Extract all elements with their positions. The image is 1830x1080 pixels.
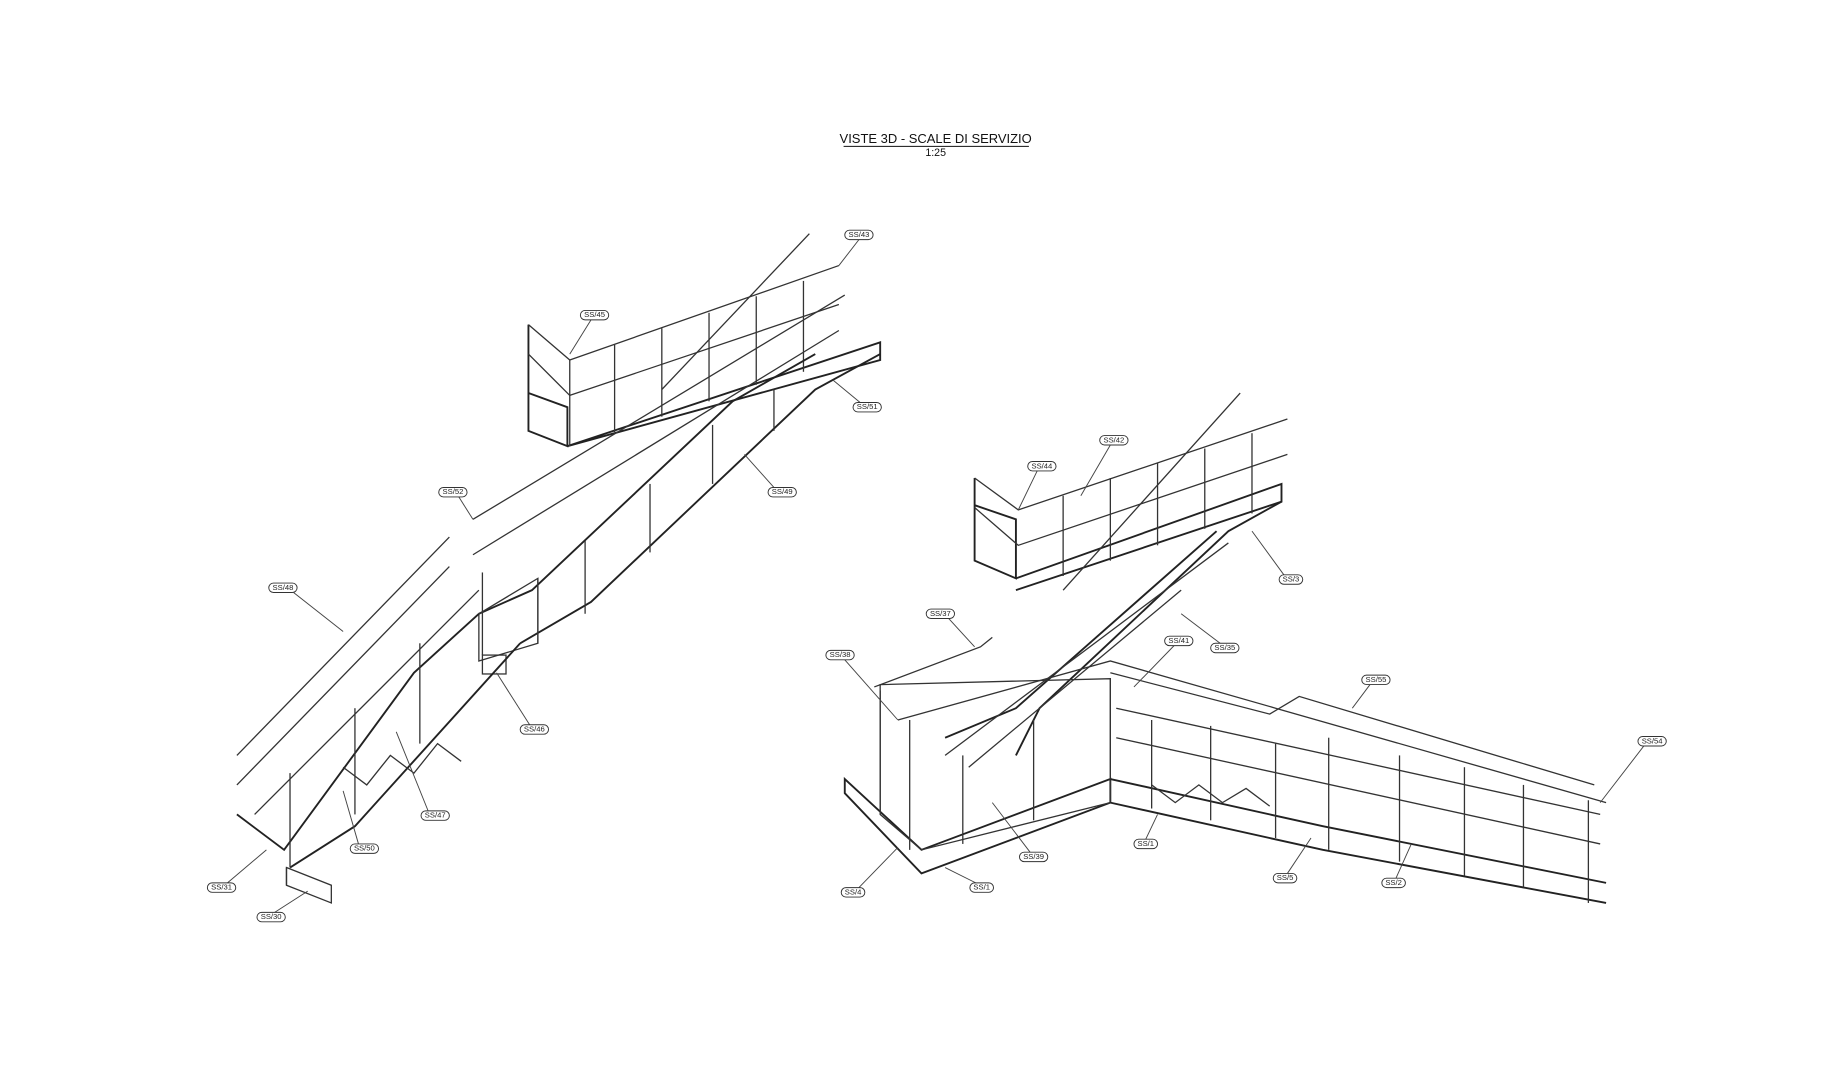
svg-text:SS/3: SS/3 — [1283, 575, 1300, 584]
svg-text:SS/49: SS/49 — [772, 487, 793, 496]
part-tag: SS/2 — [1381, 877, 1406, 889]
part-tag: SS/42 — [1099, 435, 1129, 446]
part-tag: SS/41 — [1164, 635, 1194, 647]
part-tag: SS/52 — [438, 487, 468, 498]
svg-text:SS/54: SS/54 — [1642, 736, 1664, 745]
part-tag: SS/4 — [840, 887, 866, 898]
svg-text:SS/41: SS/41 — [1168, 636, 1189, 645]
svg-text:SS/5: SS/5 — [1277, 873, 1294, 882]
right-stair-3d-view — [843, 392, 1607, 904]
part-tag: SS/30 — [256, 911, 286, 923]
svg-text:SS/52: SS/52 — [442, 487, 463, 496]
part-tag: SS/54 — [1637, 736, 1667, 747]
part-tag: SS/45 — [579, 309, 610, 321]
drawing-scale: 1:25 — [925, 147, 946, 159]
part-tag: SS/50 — [349, 843, 380, 854]
part-tag: SS/3 — [1278, 574, 1304, 585]
svg-text:SS/47: SS/47 — [425, 811, 446, 820]
part-tag: SS/48 — [268, 582, 298, 593]
svg-text:SS/51: SS/51 — [857, 402, 878, 411]
right-view-tags: SS/42 SS/44 SS/3 SS/37 SS/38 SS/41 SS/35… — [825, 435, 1667, 898]
drawing-title: VISTE 3D - SCALE DI SERVIZIO — [840, 131, 1032, 146]
svg-text:SS/43: SS/43 — [849, 230, 870, 239]
svg-text:SS/4: SS/4 — [845, 887, 862, 896]
part-tag: SS/55 — [1361, 674, 1391, 686]
part-tag: SS/31 — [206, 882, 237, 893]
svg-text:SS/1: SS/1 — [973, 883, 990, 892]
svg-text:SS/1: SS/1 — [1137, 839, 1154, 848]
part-tag: SS/1 — [1133, 838, 1159, 850]
left-view-tags: SS/43 SS/45 SS/51 SS/49 SS/52 SS/48 SS/4… — [206, 229, 882, 923]
svg-text:SS/55: SS/55 — [1365, 675, 1386, 684]
part-tag: SS/43 — [844, 229, 874, 241]
svg-text:SS/39: SS/39 — [1023, 852, 1044, 861]
svg-text:SS/35: SS/35 — [1214, 643, 1235, 652]
title-block: VISTE 3D - SCALE DI SERVIZIO 1:25 — [840, 131, 1032, 159]
part-tag: SS/39 — [1018, 851, 1049, 863]
svg-text:SS/48: SS/48 — [273, 583, 294, 592]
part-tag: SS/46 — [519, 724, 549, 735]
svg-text:SS/31: SS/31 — [211, 883, 232, 892]
part-tag: SS/44 — [1027, 461, 1057, 472]
svg-text:SS/45: SS/45 — [584, 310, 605, 319]
svg-text:SS/42: SS/42 — [1103, 435, 1124, 444]
part-tag: SS/1 — [969, 882, 994, 893]
part-tag: SS/51 — [852, 402, 882, 413]
part-tag: SS/5 — [1272, 872, 1298, 884]
part-tag: SS/47 — [420, 810, 450, 821]
svg-text:SS/2: SS/2 — [1385, 878, 1402, 887]
leader-lines — [227, 239, 1645, 913]
part-tag: SS/35 — [1210, 642, 1240, 654]
left-stair-3d-view — [236, 233, 882, 904]
svg-text:SS/50: SS/50 — [354, 844, 375, 853]
part-tag: SS/37 — [925, 608, 956, 619]
part-tag: SS/49 — [767, 487, 797, 498]
svg-text:SS/38: SS/38 — [830, 650, 851, 659]
svg-text:SS/46: SS/46 — [524, 724, 545, 733]
svg-text:SS/37: SS/37 — [930, 609, 951, 618]
svg-text:SS/30: SS/30 — [261, 912, 282, 921]
svg-text:SS/44: SS/44 — [1031, 461, 1053, 470]
part-tag: SS/38 — [825, 649, 855, 661]
